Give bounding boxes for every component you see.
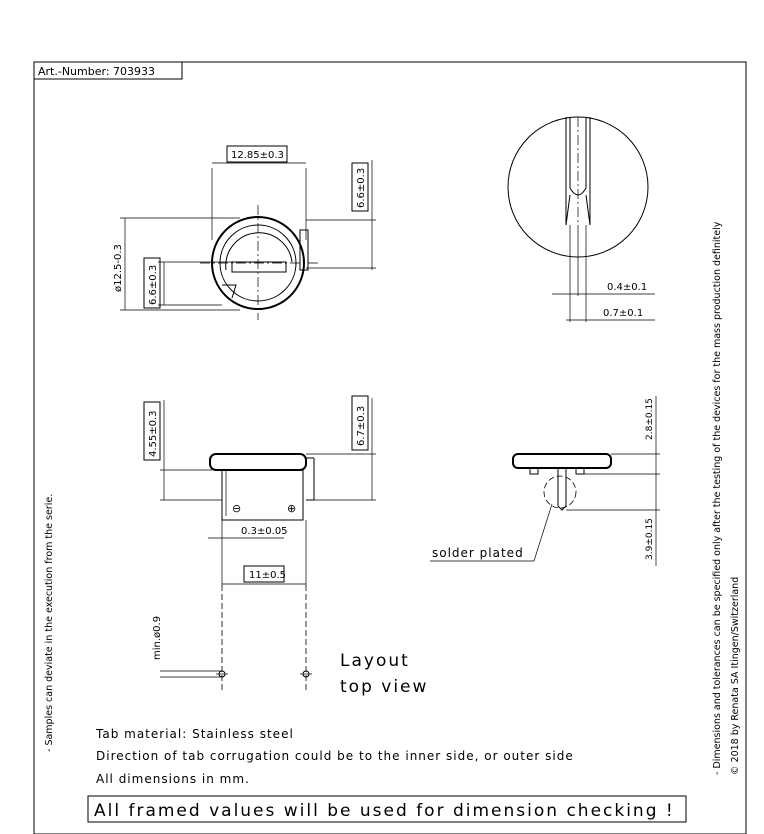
minus-terminal-symbol: ⊖ [232, 502, 241, 515]
detail-dim-b: 0.7±0.1 [603, 308, 643, 319]
side-height-top-dim: 2.8±0.15 [645, 398, 655, 440]
side-note-right-2: © 2018 by Renata SA Itingen/Switzerland [730, 577, 741, 775]
layout-label-line1: Layout [340, 651, 410, 671]
note-corrugation: Direction of tab corrugation could be to… [96, 749, 574, 763]
tab-thickness-dim: 0.3±0.05 [241, 526, 288, 537]
front-height-left-dim: 4.55±0.3 [148, 410, 159, 457]
diameter-dim: ø12.5-0.3 [113, 244, 124, 292]
note-framed-values: All framed values will be used for dimen… [94, 801, 675, 821]
article-number-box [33, 61, 183, 80]
front-view: ⊖ ⊕ 4.55±0.3 6.7±0.3 0.3±0.05 11±0.5 min… [143, 395, 428, 697]
cell-body-side [512, 453, 612, 469]
side-view: 2.8±0.15 3.9±0.15 solder plated [430, 396, 660, 566]
side-note-left: - Samples can deviate in the execution f… [44, 494, 55, 752]
detail-view: 0.4±0.1 0.7±0.1 [507, 116, 655, 322]
note-tab-material: Tab material: Stainless steel [95, 727, 294, 741]
pin-hole-dim: min.ø0.9 [152, 616, 163, 660]
top-height-left-dim: 6.6±0.3 [148, 265, 159, 305]
layout-label-line2: top view [340, 677, 428, 697]
detail-dim-a: 0.4±0.1 [607, 282, 647, 293]
top-height-right-dim: 6.6±0.3 [356, 168, 367, 208]
top-width-dim: 12.85±0.3 [231, 150, 284, 161]
side-note-right-1: - Dimensions and tolerances can be speci… [712, 221, 723, 775]
cell-body-front [209, 453, 307, 471]
solder-plated-label: solder plated [432, 546, 524, 560]
note-units: All dimensions in mm. [96, 772, 250, 786]
drawing-frame [33, 61, 747, 834]
side-height-bottom-dim: 3.9±0.15 [645, 518, 655, 560]
front-height-right-dim: 6.7±0.3 [356, 406, 367, 446]
plus-terminal-symbol: ⊕ [287, 502, 296, 515]
top-view: 12.85±0.3 6.6±0.3 ø12.5-0.3 6.6±0.3 [113, 145, 376, 320]
article-number: Art.-Number: 703933 [38, 65, 155, 78]
solder-zone-circle [543, 475, 577, 509]
pitch-dim: 11±0.5 [249, 570, 286, 581]
framed-note-box [87, 795, 687, 823]
